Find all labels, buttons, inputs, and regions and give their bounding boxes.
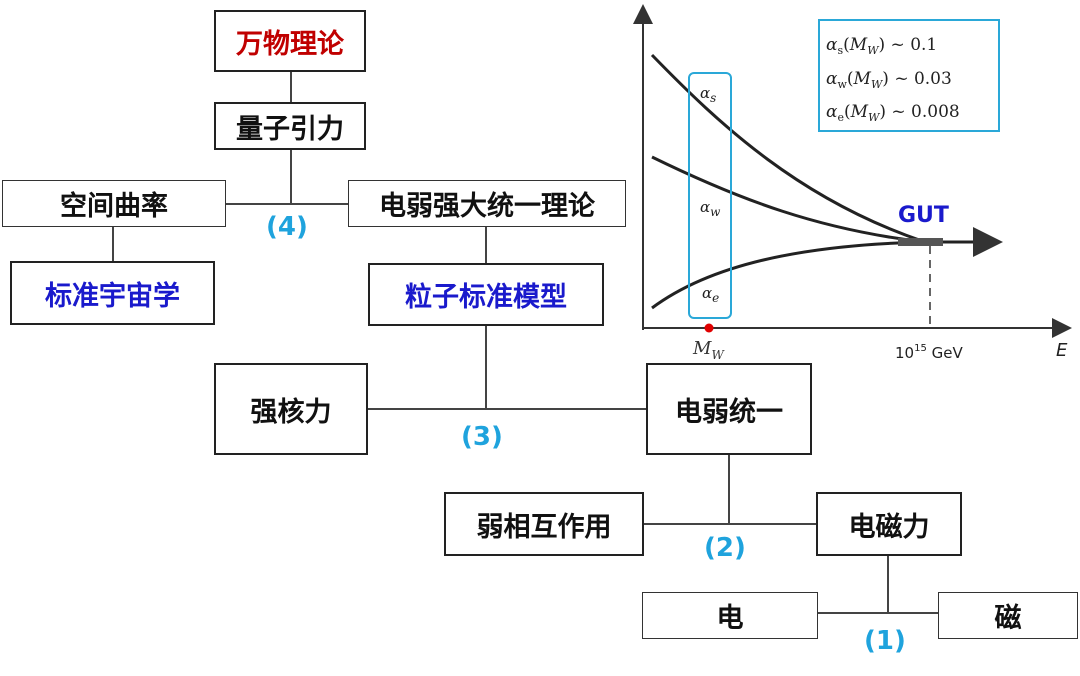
- node-electricity: 电: [642, 592, 818, 639]
- node-label: 弱相互作用: [476, 511, 612, 543]
- connector-line: [226, 203, 348, 205]
- node-label: 电磁力: [848, 511, 930, 543]
- node-label: 磁: [994, 603, 1022, 634]
- connector-line: [485, 227, 487, 263]
- node-label: 空间曲率: [60, 191, 168, 222]
- legend-box: [818, 19, 1000, 132]
- series-alpha-e-curve: [651, 240, 926, 310]
- connector-line: [112, 227, 114, 261]
- x-tick-gut-energy: 1015 GeV: [895, 343, 963, 362]
- node-electroweak-unification: 电弱统一: [646, 363, 812, 455]
- series-alpha-e-label: αe: [702, 284, 719, 305]
- connector-line: [887, 556, 889, 613]
- node-label: 电弱强大统一理论: [379, 191, 595, 222]
- series-alpha-s-curve: [650, 53, 926, 244]
- node-label: 万物理论: [236, 28, 344, 60]
- node-electroweak-strong-gut: 电弱强大统一理论: [348, 180, 626, 227]
- node-label: 强核力: [250, 396, 332, 428]
- connector-line: [485, 326, 487, 409]
- node-label: 电弱统一: [675, 396, 783, 428]
- legend-entry-alpha-s: αs(MW) ~ 0.1: [826, 35, 937, 57]
- node-electromagnetism: 电磁力: [816, 492, 962, 556]
- legend-entry-alpha-w: αw(MW) ~ 0.03: [826, 69, 952, 91]
- node-label: 粒子标准模型: [405, 282, 567, 313]
- connector-line: [368, 408, 646, 410]
- series-alpha-s-label: αs: [700, 84, 716, 105]
- gut-convergence-region: [898, 238, 943, 246]
- node-standard-model: 粒子标准模型: [368, 263, 604, 326]
- step-label-3: (3): [461, 422, 503, 452]
- mw-point-marker: [704, 323, 714, 333]
- step-label-4: (4): [266, 212, 308, 242]
- coupling-convergence-chart: αs αw αe GUT MW 1015 GeV E αs(MW) ~ 0.1 …: [633, 4, 1072, 362]
- step-label-1: (1): [864, 626, 906, 656]
- node-standard-cosmology: 标准宇宙学: [10, 261, 215, 325]
- legend-entry-alpha-e: αe(MW) ~ 0.008: [826, 102, 960, 124]
- node-label: 量子引力: [236, 113, 344, 145]
- node-magnetism: 磁: [938, 592, 1078, 639]
- node-spacetime-curvature: 空间曲率: [2, 180, 226, 227]
- connector-line: [818, 612, 938, 614]
- step-label-2: (2): [704, 533, 746, 563]
- mw-highlight-frame: [688, 72, 732, 319]
- x-axis-label: E: [1056, 340, 1068, 361]
- connector-line: [290, 150, 292, 204]
- x-tick-mw: MW: [692, 338, 725, 362]
- node-label: 电: [716, 603, 744, 634]
- connector-line: [644, 523, 816, 525]
- gut-label: GUT: [898, 203, 949, 228]
- connector-line: [290, 72, 292, 102]
- node-quantum-gravity: 量子引力: [214, 102, 366, 150]
- series-alpha-w-curve: [651, 155, 926, 244]
- node-strong-force: 强核力: [214, 363, 368, 455]
- connector-line: [728, 455, 730, 524]
- series-alpha-w-label: αw: [700, 198, 721, 219]
- node-theory-of-everything: 万物理论: [214, 10, 366, 72]
- node-label: 标准宇宙学: [45, 280, 180, 312]
- node-weak-interaction: 弱相互作用: [444, 492, 644, 556]
